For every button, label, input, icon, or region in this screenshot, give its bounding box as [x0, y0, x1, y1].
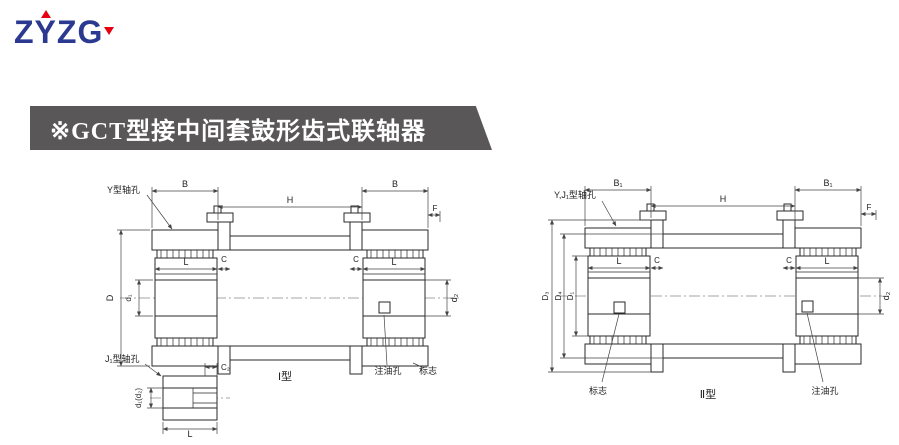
gear-teeth — [803, 248, 853, 256]
logo[interactable]: ZYZG — [14, 10, 134, 54]
callout-y-bore: Y型轴孔 — [107, 184, 140, 195]
callout-mark: 标志 — [589, 385, 607, 396]
dim-d1: D₁ — [566, 291, 575, 300]
gear-teeth — [160, 250, 210, 258]
gear-teeth — [593, 336, 643, 344]
callout-bore: Y,J₁型轴孔 — [554, 189, 596, 200]
type2-caption: Ⅱ型 — [700, 387, 716, 401]
dim-d4: D₄ — [554, 291, 563, 300]
mark-marker — [613, 301, 626, 314]
j1-bore-detail — [147, 363, 230, 434]
dim-f: F — [867, 203, 872, 212]
dim-f: F — [433, 204, 438, 213]
flange-bolt — [776, 203, 804, 221]
dim-b1-left: B₁ — [613, 178, 622, 188]
dim-c-left: C — [654, 256, 660, 265]
callout-leaders — [601, 200, 824, 383]
dimension-lines — [117, 187, 451, 367]
middle-sleeve — [639, 203, 804, 373]
dim-h: H — [720, 194, 727, 204]
flange-bolt — [206, 205, 234, 223]
oil-hole-marker — [801, 300, 814, 313]
dimension-lines — [548, 186, 884, 373]
dim-d-outer: D — [105, 294, 115, 301]
left-hub — [151, 229, 219, 367]
gear-teeth — [593, 248, 643, 256]
dim-c2: C₂ — [221, 363, 230, 372]
right-hub — [794, 227, 862, 365]
type1-caption: I型 — [278, 369, 292, 383]
middle-sleeve — [206, 205, 371, 375]
dim-l-left: L — [616, 256, 621, 266]
dim-b1-right: B₁ — [823, 178, 832, 188]
gear-teeth — [370, 250, 420, 258]
gear-teeth — [370, 338, 420, 346]
detail-dimension-lines — [147, 363, 218, 434]
flange-bolt — [343, 205, 371, 223]
dim-h: H — [287, 195, 294, 205]
dim-d2: d₂ — [449, 293, 459, 302]
callout-oil-hole: 注油孔 — [811, 385, 838, 396]
dim-b-left: B — [182, 179, 188, 189]
callout-mark: 标志 — [419, 365, 437, 376]
section-title-banner: ※GCT型接中间套鼓形齿式联轴器 — [30, 106, 492, 150]
dim-l-left: L — [183, 257, 188, 267]
dim-detail-l: L — [187, 429, 192, 438]
gear-teeth — [160, 338, 210, 346]
oil-hole-marker — [378, 301, 391, 314]
dim-c-right: C — [786, 256, 792, 265]
type2-coupling-drawing: Y,J₁型轴孔 B₁ H B₁ F L C C L D₃ D₄ D₁ d₂ 标志… — [541, 178, 891, 401]
dim-b-right: B — [392, 179, 398, 189]
dim-d2: d₂ — [881, 291, 891, 300]
gear-teeth — [803, 336, 853, 344]
right-hub — [361, 229, 429, 367]
type1-coupling-drawing: Y型轴孔 B H B F L C C L D d₁ d₂ J₁型轴孔 C₂ d₁… — [105, 179, 460, 438]
logo-accent-triangle-top — [41, 10, 51, 18]
dim-d1: d₁ — [124, 294, 133, 301]
labels: Y,J₁型轴孔 B₁ H B₁ F L C C L D₃ D₄ D₁ d₂ 标志… — [541, 178, 891, 401]
logo-accent-triangle-bottom — [104, 27, 114, 35]
dim-c-right: C — [353, 255, 359, 264]
section-title: ※GCT型接中间套鼓形齿式联轴器 — [50, 118, 427, 145]
dim-l-right: L — [391, 257, 396, 267]
logo-text: ZYZG — [14, 14, 104, 50]
dim-d3: D₃ — [541, 291, 550, 300]
flange-bolt — [639, 203, 667, 221]
dim-l-right: L — [824, 256, 829, 266]
dim-c-left: C — [221, 255, 227, 264]
callout-j1-bore: J₁型轴孔 — [105, 353, 140, 364]
callout-oil-hole: 注油孔 — [374, 365, 401, 376]
dim-detail-bore: d₁(d₂) — [134, 388, 143, 408]
callout-leaders — [144, 194, 425, 377]
labels: Y型轴孔 B H B F L C C L D d₁ d₂ J₁型轴孔 C₂ d₁… — [105, 179, 459, 438]
left-hub — [584, 227, 652, 365]
